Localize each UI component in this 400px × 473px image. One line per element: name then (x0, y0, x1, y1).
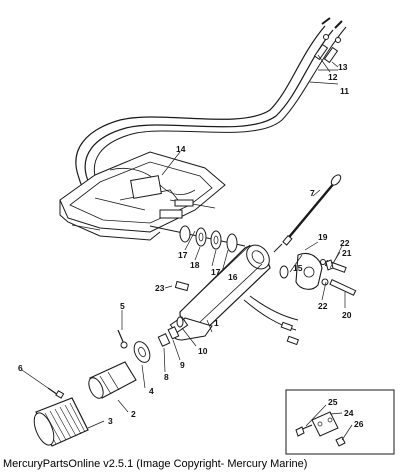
part-number: 19 (318, 232, 328, 242)
part-number: 24 (344, 408, 354, 418)
pivot-bracket (279, 252, 357, 296)
part-number: 26 (354, 419, 364, 429)
part-number: 22 (340, 238, 350, 248)
part-number: 3 (108, 416, 113, 426)
part-number: 22 (318, 301, 328, 311)
part-number: 14 (176, 144, 186, 154)
part-number: 10 (198, 346, 208, 356)
ring-washers (149, 225, 246, 253)
part-number: 17 (178, 250, 188, 260)
part-number: 21 (342, 248, 352, 258)
part-number: 1 (214, 318, 219, 328)
part-number-labels: 1 2 3 4 5 6 7 8 9 10 11 12 13 14 15 16 1… (18, 62, 364, 429)
part-number: 17 (211, 267, 221, 277)
part-number: 8 (164, 372, 169, 382)
throttle-grip-assembly (33, 316, 184, 447)
part-number: 23 (155, 283, 165, 293)
part-number: 15 (293, 263, 303, 273)
part-number: 9 (180, 360, 185, 370)
part-number: 16 (228, 272, 238, 282)
part-number: 5 (120, 301, 125, 311)
clip-23 (174, 280, 190, 292)
part-number: 20 (342, 310, 352, 320)
part-number: 2 (131, 409, 136, 419)
part-number: 13 (338, 62, 348, 72)
part-number: 4 (149, 386, 154, 396)
part-number: 11 (340, 86, 349, 96)
part-number: 7 (310, 188, 315, 198)
part-number: 12 (328, 72, 338, 82)
part-number: 25 (328, 397, 338, 407)
leader-lines (21, 54, 353, 441)
part-number: 18 (190, 260, 200, 270)
mounting-bracket (59, 151, 226, 241)
control-cables (75, 17, 347, 346)
shift-rod (273, 174, 342, 253)
inset-detail-box (285, 389, 395, 455)
part-number: 6 (18, 363, 23, 373)
copyright-caption: MercuryPartsOnline v2.5.1 (Image Copyrig… (3, 458, 308, 470)
